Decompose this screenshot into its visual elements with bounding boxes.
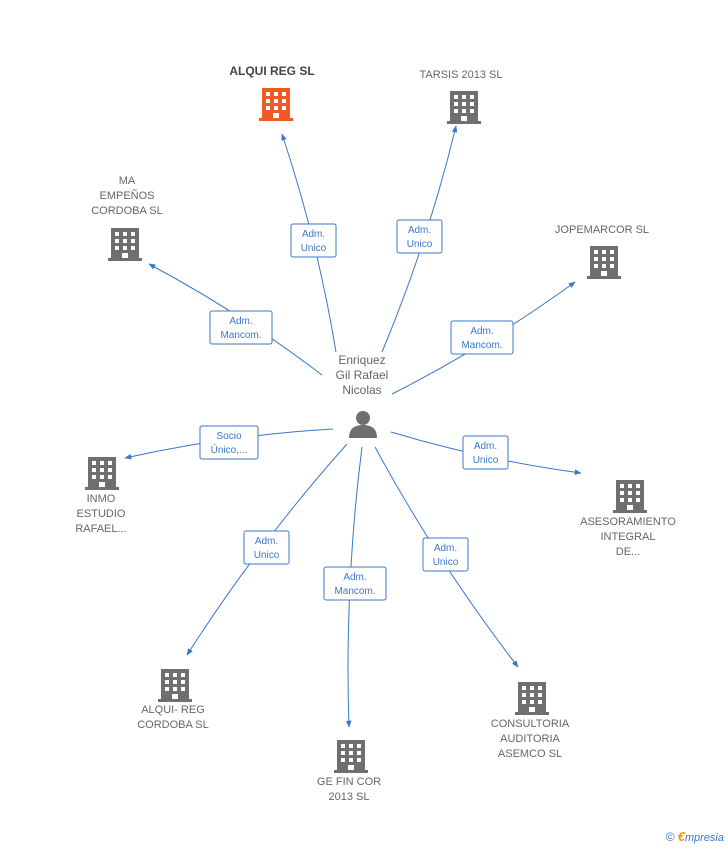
company-node-consultoria-auditoria-asemco-sl[interactable]: CONSULTORIA AUDITORIA ASEMCO SL [491,682,570,760]
relation-text-line-2: Mancom. [220,330,261,341]
building-icon [515,682,549,715]
company-node-tarsis-2013-sl[interactable]: TARSIS 2013 SL [420,69,503,124]
relation-text-line-1: Adm. [255,536,278,547]
relation-text-line-1: Adm. [434,543,457,554]
relation-text-line-2: Unico [433,557,459,568]
person-name-line-3: Nicolas [342,383,381,397]
relation-text-line-2: Único,... [211,443,248,456]
relation-text-line-2: Unico [407,239,433,250]
company-name-line-1: ALQUI REG SL [229,64,314,78]
company-node-ge-fin-cor-2013-sl[interactable]: GE FIN COR 2013 SL [317,740,381,803]
company-name-line-2: EMPEÑOS [99,189,154,202]
company-name-line-1: JOPEMARCOR SL [555,224,649,236]
relation-text-line-2: Mancom. [461,340,502,351]
building-icon [85,457,119,490]
company-name-line-3: ASEMCO SL [498,748,562,760]
relation-text-line-1: Adm. [470,326,493,337]
company-name-line-1: ALQUI- REG [141,704,205,716]
company-node-jopemarcor-sl[interactable]: JOPEMARCOR SL [555,224,649,279]
relation-badge-alqui-reg-cordoba-sl[interactable]: Adm. Unico [243,530,290,565]
relation-box [209,310,273,345]
relation-box [243,530,290,565]
relation-text-line-2: Unico [473,455,499,466]
relation-text-line-1: Adm. [302,229,325,240]
company-node-alqui-reg-sl[interactable]: ALQUI REG SL [229,64,315,121]
relation-text-line-1: Adm. [474,441,497,452]
relation-text-line-2: Unico [254,550,280,561]
company-name-line-3: RAFAEL... [75,523,126,535]
relation-badge-ge-fin-cor-2013-sl[interactable]: Adm. Mancom. [323,566,387,601]
company-name-line-2: ESTUDIO [77,508,126,520]
building-icon [108,228,142,261]
relation-box [323,566,387,601]
company-name-line-2: AUDITORIA [500,733,560,745]
copyright-symbol: © [665,830,675,844]
company-name-line-1: MA [119,175,136,187]
relation-text-line-2: Mancom. [334,586,375,597]
brand-name: mpresia [684,832,724,844]
company-name-line-3: CORDOBA SL [91,205,163,217]
building-icon [334,740,368,773]
company-name-line-1: INMO [87,493,116,505]
company-name-line-2: 2013 SL [329,791,370,803]
company-name-line-2: INTEGRAL [600,531,655,543]
relation-badge-ma-empenos-cordoba-sl[interactable]: Adm. Mancom. [209,310,273,345]
relation-box [422,537,469,572]
company-name-line-1: ASESORAMIENTO [580,516,676,528]
company-name-line-1: TARSIS 2013 SL [420,69,503,81]
building-icon [613,480,647,513]
person-name-line-1: Enriquez [338,353,385,367]
company-node-alqui-reg-cordoba-sl[interactable]: ALQUI- REG CORDOBA SL [137,669,209,731]
center-person[interactable]: Enriquez Gil Rafael Nicolas [336,353,389,438]
relation-badge-consultoria-auditoria-asemco-sl[interactable]: Adm. Unico [422,537,469,572]
relation-box [199,425,259,460]
relation-box [450,320,514,355]
building-icon [158,669,192,702]
relation-badge-inmo-estudio-rafael[interactable]: SocioÚnico,... [199,425,259,460]
company-node-inmo-estudio-rafael[interactable]: INMO ESTUDIO RAFAEL... [75,457,127,535]
relation-text-line-1: Socio [216,431,241,442]
relation-badge-jopemarcor-sl[interactable]: Adm. Mancom. [450,320,514,355]
building-icon [447,91,481,124]
relation-box [396,219,443,254]
company-node-ma-empenos-cordoba-sl[interactable]: MA EMPEÑOS CORDOBA SL [91,175,163,261]
footer-brand: ©€mpresia [666,829,724,844]
company-name-line-1: CONSULTORIA [491,718,570,730]
person-name-line-2: Gil Rafael [336,368,389,382]
building-icon [587,246,621,279]
relation-badge-alqui-reg-sl[interactable]: Adm. Unico [290,223,337,258]
brand-logo-letter: € [677,829,685,844]
relation-box [290,223,337,258]
company-name-line-2: CORDOBA SL [137,719,209,731]
relation-box [462,435,509,470]
relation-text-line-1: Adm. [408,225,431,236]
relation-text-line-1: Adm. [229,316,252,327]
edges-layer: Adm.UnicoAdm.UnicoAdm.Mancom.Adm.Mancom.… [124,125,582,728]
relation-badge-asesoramiento-integral[interactable]: Adm. Unico [462,435,509,470]
company-node-asesoramiento-integral[interactable]: ASESORAMIENTO INTEGRAL DE... [580,480,676,558]
nodes-layer: ALQUI REG SL TARSIS 2013 SL MA EMPEÑOS CORDO… [75,64,676,803]
relation-text-line-1: Adm. [343,572,366,583]
person-icon [349,411,377,438]
company-name-line-3: DE... [616,546,640,558]
building-icon [259,88,293,121]
relation-text-line-2: Unico [301,243,327,254]
relation-badge-tarsis-2013-sl[interactable]: Adm. Unico [396,219,443,254]
company-name-line-1: GE FIN COR [317,776,381,788]
